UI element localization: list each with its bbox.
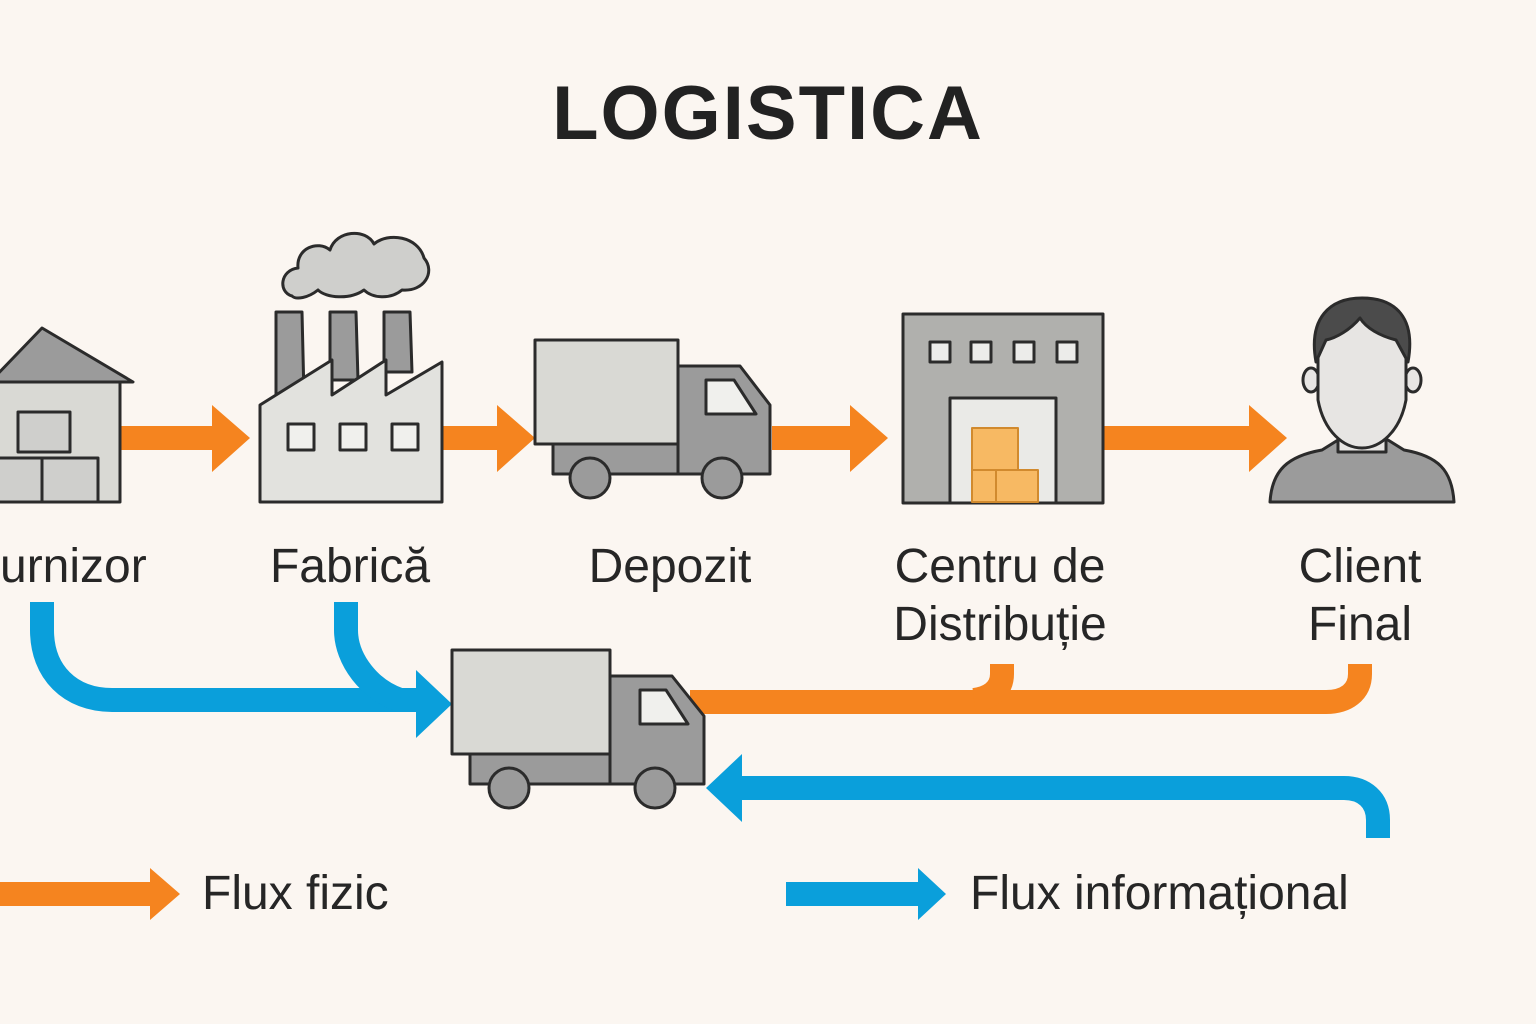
smoke-cloud [281,231,431,300]
distribution-center-icon [901,312,1105,505]
physical-return-lines [690,664,1372,714]
label-client: Client Final [1298,540,1422,651]
box-icon [971,427,1019,471]
factory-icon [258,231,444,504]
info-line-furnizor [30,602,420,712]
box-icon [971,469,997,503]
legend-physical-label: Flux fizic [202,867,389,920]
legend-physical-arrow [0,868,180,920]
arrow-fabrica-depozit [442,405,535,472]
legend-information-arrow [786,868,946,920]
info-arrowhead-to-truck [416,670,452,738]
arrow-depozit-centru [772,405,888,472]
physical-flow-arrows [118,405,1287,472]
person-icon [1268,296,1456,504]
box-icon [995,469,1039,503]
information-flow-arrows [30,602,1390,838]
label-furnizor: urnizor [0,540,147,593]
page-title: LOGISTICA [552,71,984,156]
arrow-furnizor-fabrica [118,405,250,472]
info-line-fabrica [334,602,405,712]
central-truck-icon [450,648,706,810]
label-fabrica: Fabrică [269,540,431,593]
label-depozit: Depozit [588,540,752,593]
label-centru: Centru de Distribuție [893,540,1107,651]
info-arrowhead-return [706,754,742,822]
arrow-centru-client [1103,405,1287,472]
truck-icon [533,338,772,500]
info-line-client-return [740,776,1390,838]
warehouse-icon [0,326,135,504]
legend-information-label: Flux informațional [970,867,1349,920]
